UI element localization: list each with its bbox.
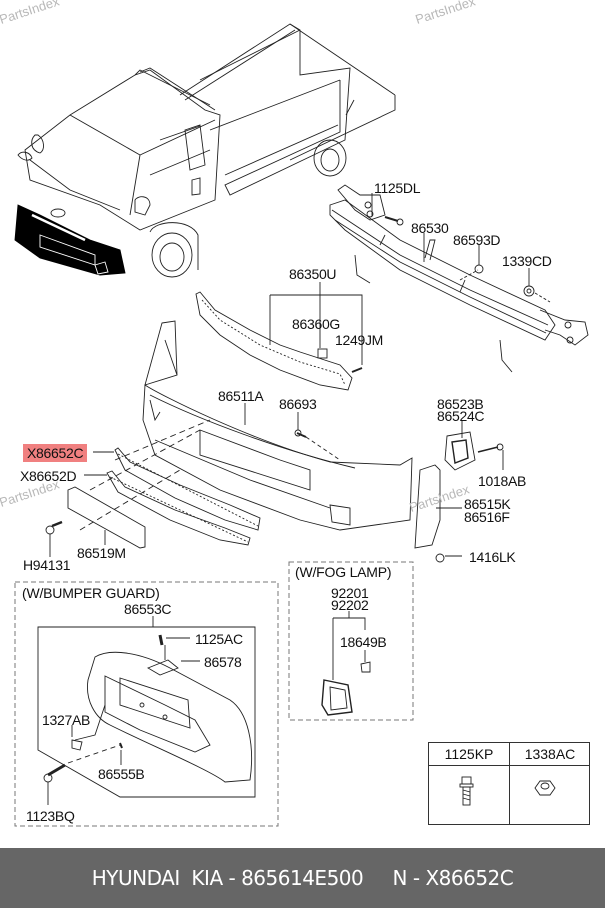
part-label-92201[interactable]: 92201 [331, 585, 369, 601]
footer-part-number: 865614E500 [241, 866, 364, 890]
part-label-1327AB[interactable]: 1327AB [42, 712, 91, 728]
bumper-guard-box-title: (W/BUMPER GUARD) [22, 585, 160, 601]
part-label-86553C[interactable]: 86553C [124, 601, 172, 617]
part-label-1018AB[interactable]: 1018AB [478, 473, 527, 489]
bumper-guard-box-border [14, 581, 279, 827]
part-label-86524C[interactable]: 86524C [437, 408, 485, 424]
part-label-X86652D[interactable]: X86652D [20, 468, 77, 484]
table-header-1125KP[interactable]: 1125KP [444, 746, 494, 762]
footer-brand: HYUNDAI KIA [91, 866, 223, 890]
parts-diagram: PartsIndex PartsIndex PartsIndex PartsIn… [0, 0, 590, 827]
highlighted-bumper-silhouette [14, 204, 126, 276]
footer-position-code: X86652C [425, 866, 514, 890]
part-label-86693[interactable]: 86693 [279, 396, 317, 412]
part-label-1339CD[interactable]: 1339CD [502, 253, 552, 269]
footer-n-label: N [392, 866, 408, 890]
part-label-X86652C-highlighted[interactable]: X86652C [23, 444, 88, 462]
part-label-86350U[interactable]: 86350U [289, 266, 337, 282]
part-label-1416LK[interactable]: 1416LK [469, 549, 516, 565]
part-label-86593D[interactable]: 86593D [453, 232, 501, 248]
table-divider [429, 765, 589, 766]
nut-icon [534, 780, 556, 796]
truck-illustration [17, 23, 396, 278]
table-divider [509, 743, 510, 824]
bolt-icon [459, 776, 474, 806]
footer-bar: HYUNDAI KIA - 865614E500 N - X86652C [0, 848, 605, 908]
part-label-18649B[interactable]: 18649B [340, 634, 387, 650]
part-label-1125DL[interactable]: 1125DL [374, 180, 421, 196]
fog-lamp-box-title: (W/FOG LAMP) [295, 564, 392, 580]
footer-separator: - [407, 866, 426, 890]
part-label-1125AC[interactable]: 1125AC [195, 631, 243, 647]
diagram-drawing [14, 23, 589, 827]
part-label-86516F[interactable]: 86516F [464, 509, 510, 525]
part-label-92202[interactable]: 92202 [331, 597, 369, 613]
fastener-table: 1125KP 1338AC [428, 742, 590, 825]
bumper-guard-illustration [37, 616, 256, 805]
bumper-reinforcement [329, 184, 589, 373]
bumper-body [142, 320, 413, 531]
part-label-86360G[interactable]: 86360G [292, 316, 341, 332]
footer-gap [363, 866, 392, 890]
part-label-86523B[interactable]: 86523B [437, 396, 484, 412]
part-label-86515K[interactable]: 86515K [464, 496, 511, 512]
upper-grille-strip [195, 291, 353, 391]
part-label-1123BQ[interactable]: 1123BQ [26, 808, 75, 824]
part-label-86578[interactable]: 86578 [204, 654, 242, 670]
part-label-86511A[interactable]: 86511A [218, 388, 264, 404]
fog-lamp-box-border [288, 561, 414, 721]
footer-separator: - [222, 866, 242, 890]
part-label-86530[interactable]: 86530 [411, 220, 449, 236]
fog-lamp-illustration [321, 611, 371, 716]
part-label-86555B[interactable]: 86555B [98, 766, 145, 782]
table-header-1338AC[interactable]: 1338AC [524, 746, 576, 762]
part-label-H94131[interactable]: H94131 [23, 557, 71, 573]
part-label-86519M[interactable]: 86519M [77, 545, 126, 561]
part-label-1249JM[interactable]: 1249JM [335, 332, 384, 348]
